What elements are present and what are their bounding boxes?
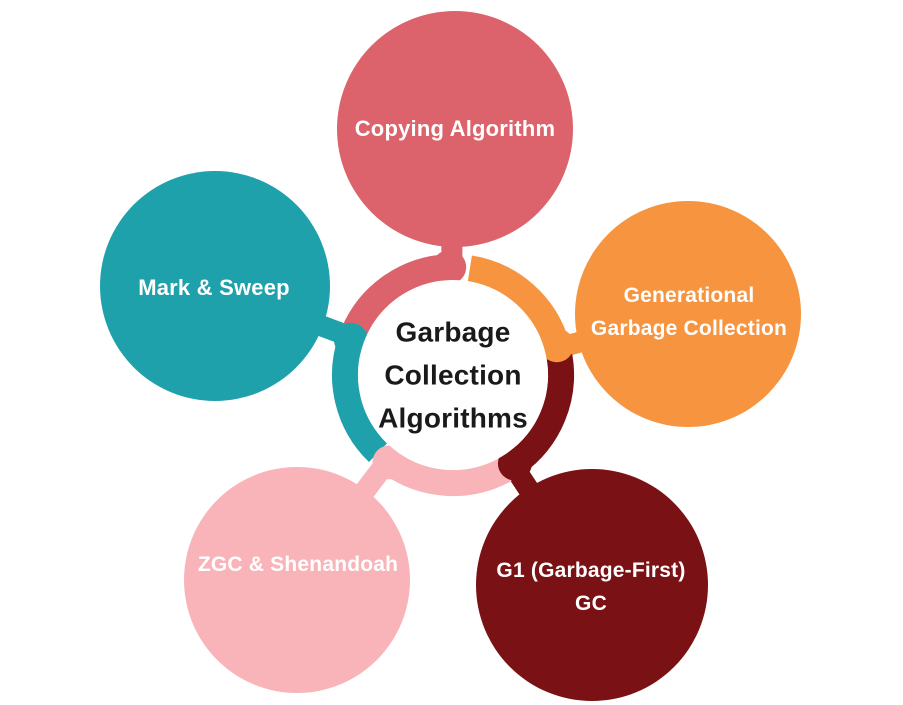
knob-zgc <box>372 445 407 480</box>
knob-g1 <box>497 446 532 481</box>
node-circle-g1 <box>476 469 708 701</box>
node-label-generational-line1: Generational <box>623 284 755 307</box>
node-circle-marksweep <box>100 171 330 401</box>
node-label-g1: G1 (Garbage-First) GC <box>466 554 716 620</box>
node-circle-zgc <box>184 467 410 693</box>
node-circle-copying <box>337 11 573 247</box>
knob-generational <box>539 328 574 363</box>
center-title-line3: Algorithms <box>378 402 528 434</box>
node-label-g1-line1: G1 (Garbage-First) <box>496 559 686 582</box>
hub-circle <box>358 280 548 470</box>
node-label-g1-line2: GC <box>575 592 607 615</box>
node-circle-generational <box>575 201 801 427</box>
center-title: Garbage Collection Algorithms <box>333 311 573 440</box>
center-title-line1: Garbage <box>395 316 511 348</box>
node-label-generational: Generational Garbage Collection <box>569 279 809 345</box>
node-label-generational-line2: Garbage Collection <box>590 317 788 340</box>
knob-copying <box>432 250 467 285</box>
center-title-line2: Collection <box>384 359 522 391</box>
node-label-marksweep: Mark & Sweep <box>138 275 290 300</box>
node-label-copying: Copying Algorithm <box>354 116 556 141</box>
node-label-zgc: ZGC & Shenandoah <box>197 553 399 576</box>
knob-marksweep <box>333 322 368 357</box>
